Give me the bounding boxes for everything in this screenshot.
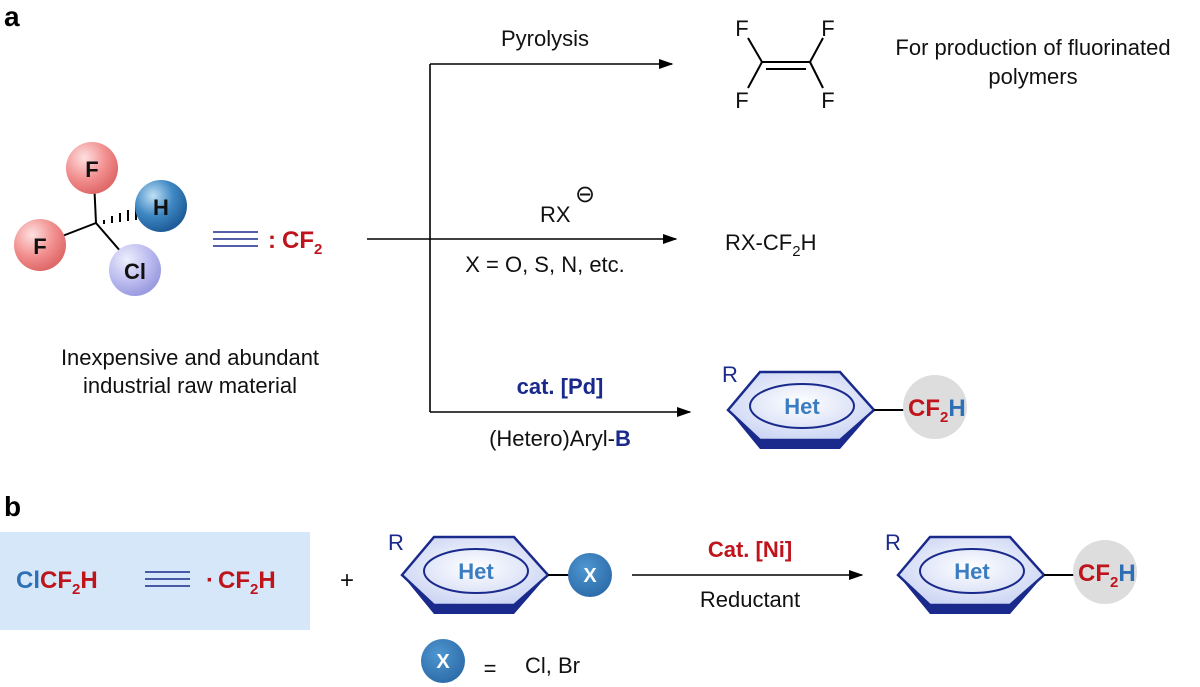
panel-b-label: b	[4, 491, 21, 522]
legend-x: X	[436, 651, 450, 673]
negative-charge: ⊖	[575, 181, 595, 208]
equivalence-symbol-b	[145, 571, 190, 587]
het-ring-ni-product: Het R CF2H	[885, 530, 1137, 614]
hydrogen-sphere	[135, 180, 187, 232]
chf2cl-molecule: F F H Cl	[14, 142, 187, 296]
tfe-f4: F	[821, 88, 834, 113]
ring-r-substrate: R	[388, 530, 404, 555]
tfe-caption-line1: For production of fluorinated	[895, 35, 1170, 60]
cf2h-radical: ·CF2H	[206, 567, 276, 598]
atom-cl: Cl	[124, 259, 146, 284]
ring-r-a: R	[722, 362, 738, 387]
fluorine-sphere-left	[14, 219, 66, 271]
legend-values: Cl, Br	[525, 653, 580, 678]
tfe-f1: F	[735, 16, 748, 41]
fluorine-sphere-top	[66, 142, 118, 194]
ring-r-b: R	[885, 530, 901, 555]
het-label-substrate: Het	[458, 559, 494, 584]
tfe-caption-line2: polymers	[988, 64, 1077, 89]
het-ring-substrate: Het R X	[388, 530, 612, 614]
tfe-f3: F	[735, 88, 748, 113]
equivalence-symbol-a	[213, 231, 258, 247]
reagent-highlight-box	[0, 532, 310, 630]
pd-catalyst-label: cat. [Pd]	[517, 374, 604, 399]
reductant-label: Reductant	[700, 587, 800, 612]
source-caption-line2: industrial raw material	[83, 373, 297, 398]
rx-cf2h-product: RX-CF2H	[725, 230, 816, 260]
cf2h-highlight-a	[903, 375, 967, 439]
panel-a-label: a	[4, 1, 20, 32]
ni-catalyst-label: Cat. [Ni]	[708, 537, 792, 562]
leaving-group-x: X	[583, 565, 597, 587]
legend-equals: =	[484, 656, 497, 681]
tetrafluoroethylene: F F F F	[735, 16, 834, 113]
pyrolysis-label: Pyrolysis	[501, 26, 589, 51]
clcf2h-reagent: ClCF2H	[16, 567, 98, 598]
plus-sign: +	[340, 567, 354, 594]
het-label-b: Het	[954, 559, 990, 584]
source-caption-line1: Inexpensive and abundant	[61, 345, 319, 370]
cf2h-highlight-b	[1073, 540, 1137, 604]
cf2h-group-b: CF2H	[1078, 560, 1136, 591]
legend-x-sphere	[421, 639, 465, 683]
hashed-bond	[103, 207, 137, 224]
atom-h: H	[153, 195, 169, 220]
aryl-boron-label: (Hetero)Aryl-B	[489, 426, 631, 451]
het-label-a: Het	[784, 394, 820, 419]
leaving-group-legend: X = Cl, Br	[421, 639, 580, 683]
heteroatom-condition: X = O, S, N, etc.	[465, 252, 625, 277]
cf2h-group-a: CF2H	[908, 395, 966, 426]
het-ring-pd-product: Het R CF2H	[722, 362, 967, 449]
carbene-label: :CF2	[268, 227, 322, 258]
atom-f-top: F	[85, 157, 98, 182]
atom-f-left: F	[33, 234, 46, 259]
leaving-group-sphere	[568, 553, 612, 597]
chlorine-sphere	[109, 244, 161, 296]
tfe-f2: F	[821, 16, 834, 41]
nucleophile-label: RX	[540, 202, 571, 227]
